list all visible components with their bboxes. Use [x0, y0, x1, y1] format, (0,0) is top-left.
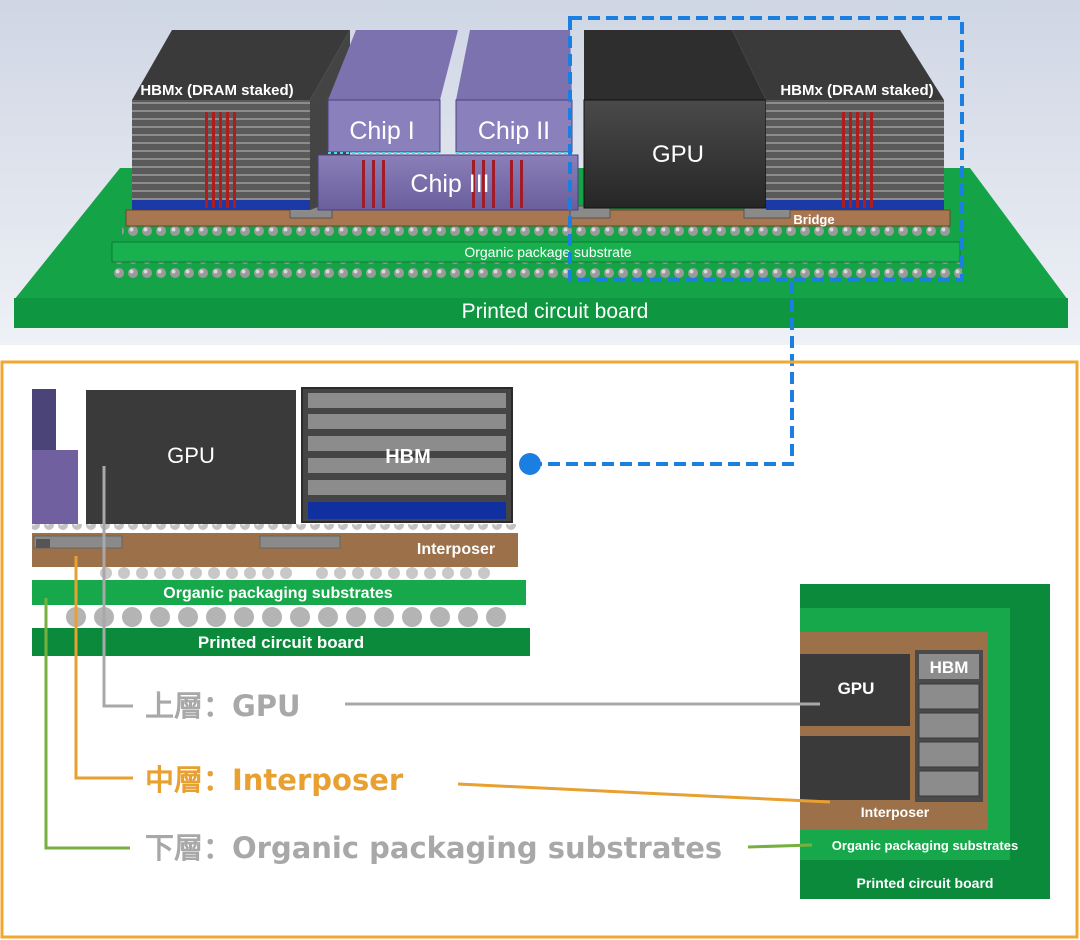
chip2-block [455, 99, 573, 153]
cs-bga-balls [66, 607, 506, 627]
cs-chip-tall [32, 389, 56, 451]
middle-leader-line [74, 556, 133, 780]
chip3-block [317, 154, 579, 211]
hbm-left-label: HBMx (DRAM staked) [140, 82, 293, 99]
hbm-right-label: HBMx (DRAM staked) [780, 82, 933, 99]
tv-gpu-top [800, 654, 910, 726]
cs-gpu-label: GPU [167, 443, 215, 468]
cs-substrate [32, 580, 526, 605]
cs-hbm-label: HBM [385, 446, 431, 468]
cross-section: GPU HBM Interposer Organic packaging su [32, 387, 530, 656]
substrate-layer [111, 241, 961, 263]
gpu-block [583, 99, 767, 209]
tv-pcb-label: Printed circuit board [857, 875, 994, 891]
cs-hbm-layers [308, 393, 506, 495]
chip1-block [327, 99, 441, 153]
chip1-top [328, 30, 458, 100]
substrate-label: Organic package substrate [464, 244, 632, 260]
callout-connector [530, 282, 794, 466]
callout-box [568, 16, 964, 282]
chip1-label: Chip I [349, 117, 414, 145]
tv-gpu-label: GPU [838, 679, 875, 698]
cs-hbm-block [301, 387, 513, 523]
lower-leader-line [44, 598, 130, 850]
cs-bridge-left-core [36, 539, 50, 548]
tv-gpu-bottom [800, 736, 910, 800]
pcb-solder-balls [112, 262, 962, 278]
cs-gpu-block [86, 390, 296, 524]
cs-c4-bumps [100, 567, 490, 579]
cs-hbm-base [308, 502, 506, 519]
chip3-label: Chip III [410, 170, 489, 198]
legend-lower: 下層：Organic packaging substrates [145, 831, 722, 865]
detail-frame [0, 360, 1079, 939]
micro-bumps [122, 226, 950, 240]
callout-dot [519, 453, 541, 475]
tv-hbm-cells [918, 683, 980, 797]
gpu-top [584, 30, 766, 100]
hbm-right-stack [766, 100, 944, 200]
chip2-top [456, 30, 572, 100]
middle-connector [457, 782, 831, 804]
tv-hbm-label: HBM [930, 658, 969, 677]
chip2-label: Chip II [478, 117, 550, 145]
upper-leader-line [102, 466, 133, 708]
cs-micro-bumps [32, 524, 518, 534]
top-view: Printed circuit board Organic packaging … [800, 584, 1050, 899]
legend-middle: 中層：Interposer [145, 763, 404, 797]
legend-upper: 上層：GPU [145, 689, 301, 723]
tv-hbm-title-cell [919, 654, 979, 679]
cs-substrate-label: Organic packaging substrates [163, 585, 393, 602]
chip3-tsv [362, 160, 523, 208]
pcb-front-face [14, 298, 1068, 328]
gpu-label: GPU [652, 141, 704, 168]
cs-bridge-right [259, 535, 341, 549]
cs-pcb [32, 628, 530, 656]
tv-substrate-label: Organic packaging substrates [832, 838, 1018, 853]
lower-connector [747, 843, 813, 849]
top-render: Printed circuit board Organic package su… [0, 0, 1080, 345]
hbm-left-tsv [205, 112, 236, 208]
pcb-label: Printed circuit board [462, 300, 649, 323]
cs-chip [32, 450, 78, 524]
hbm-right-base [766, 200, 944, 210]
tv-interposer-label: Interposer [861, 804, 930, 820]
bridge-label: Bridge [793, 212, 834, 227]
hbm-right-tsv [842, 112, 873, 208]
cs-pcb-label: Printed circuit board [198, 633, 364, 652]
cs-interposer-label: Interposer [417, 541, 495, 558]
cs-bridge-left [33, 535, 123, 549]
hbm-right-top [732, 30, 944, 100]
hbm-left-top [132, 30, 350, 100]
